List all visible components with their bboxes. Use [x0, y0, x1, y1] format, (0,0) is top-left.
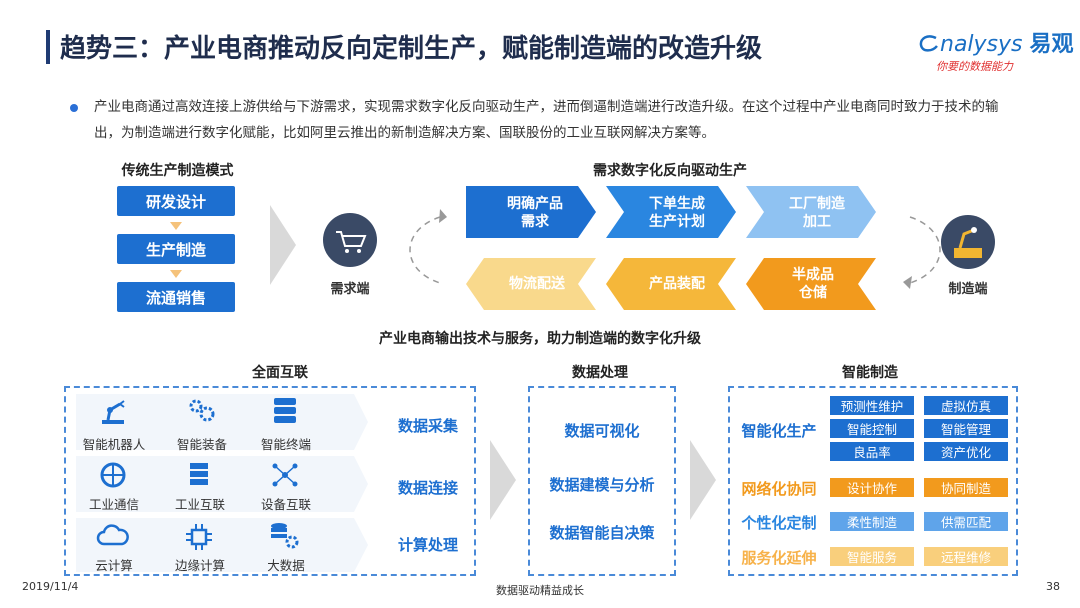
label-data-connection: 数据连接	[397, 479, 458, 497]
item-edge-computing: 边缘计算	[174, 558, 225, 573]
big-data-icon	[271, 523, 299, 549]
tag-supply-demand-match: 供需匹配	[924, 512, 1008, 531]
item-big-data: 大数据	[267, 558, 305, 573]
data-processing-panel	[528, 386, 676, 576]
step-manufacture: 生产制造	[117, 234, 235, 264]
tag-remote-repair: 远程维修	[924, 547, 1008, 566]
page-title: 趋势三：产业电商推动反向定制生产，赋能制造端的改造升级	[60, 34, 763, 64]
interconnect-title: 全面互联	[252, 365, 308, 381]
item-data-decision: 数据智能自决策	[549, 524, 655, 542]
logo-tagline: 你要的数据能力	[936, 60, 1013, 73]
reverse-title: 需求数字化反向驱动生产	[593, 163, 747, 179]
page-number: 38	[1046, 580, 1060, 593]
item-data-visualization: 数据可视化	[564, 422, 640, 440]
analysys-logo: nalysys 易观 你要的数据能力	[918, 26, 1074, 73]
logo-text: nalysys	[940, 32, 1023, 57]
label-smart-production: 智能化生产	[741, 422, 817, 440]
title-accent-bar	[46, 30, 50, 64]
server-icon	[190, 463, 208, 485]
terminal-stack-icon	[274, 398, 296, 423]
item-device-interconnect: 设备互联	[260, 497, 311, 512]
tag-smart-service: 智能服务	[830, 547, 914, 566]
item-data-modeling: 数据建模与分析	[549, 476, 655, 494]
tag-smart-management: 智能管理	[924, 419, 1008, 438]
logo-cn: 易观	[1029, 32, 1074, 57]
chevron-product-demand: 明确产品 需求	[507, 196, 563, 230]
label-service-extension: 服务化延伸	[741, 549, 817, 567]
tag-design-collab: 设计协作	[830, 478, 914, 497]
output-title: 产业电商输出技术与服务，助力制造端的数字化升级	[379, 331, 701, 347]
intro-text: 产业电商通过高效连接上游供给与下游需求，实现需求数字化反向驱动生产，进而倒逼制造…	[94, 99, 999, 141]
down-arrow-icon	[170, 270, 182, 278]
bottom-chevrons	[466, 258, 876, 310]
chevron-logistics: 物流配送	[509, 276, 565, 292]
label-personalized: 个性化定制	[741, 514, 817, 532]
item-smart-robot: 智能机器人	[82, 437, 146, 452]
bullet-dot	[70, 104, 78, 112]
network-nodes-icon	[272, 463, 298, 487]
tag-flexible-manufacturing: 柔性制造	[830, 512, 914, 531]
label-computing: 计算处理	[397, 536, 458, 554]
row-arrows	[354, 394, 368, 572]
smart-manufacturing-panel	[728, 386, 1018, 576]
logo-swoosh-icon	[919, 35, 938, 52]
down-arrow-icon	[170, 222, 182, 230]
interconnect-row-bg	[76, 456, 354, 512]
panel-arrow-icon	[490, 440, 516, 520]
traditional-title: 传统生产制造模式	[121, 163, 234, 179]
top-chevrons	[466, 186, 876, 238]
tag-asset-optimization: 资产优化	[924, 442, 1008, 461]
globe-communication-icon	[100, 462, 126, 488]
chevron-production-plan: 下单生成 生产计划	[649, 196, 705, 230]
tag-smart-control: 智能控制	[830, 419, 914, 438]
item-smart-terminal: 智能终端	[260, 437, 311, 452]
robot-arm-icon	[102, 400, 125, 424]
panel-arrow-icon	[690, 440, 716, 520]
cycle-arrows	[409, 209, 941, 289]
tag-collab-manufacturing: 协同制造	[924, 478, 1008, 497]
smart-manufacturing-title: 智能制造	[842, 365, 898, 381]
footer-center: 数据驱动精益成长	[496, 584, 584, 597]
data-processing-title: 数据处理	[572, 365, 628, 381]
transition-arrow-icon	[270, 205, 296, 285]
footer-date: 2019/11/4	[22, 580, 79, 593]
step-rd: 研发设计	[117, 186, 235, 216]
label-network-collab: 网络化协同	[741, 480, 817, 498]
factory-robot-icon	[941, 215, 995, 269]
cloud-icon	[96, 524, 129, 546]
item-cloud-computing: 云计算	[95, 558, 133, 573]
item-industrial-internet: 工业互联	[174, 497, 225, 512]
shopping-cart-icon	[323, 213, 377, 267]
item-industrial-comm: 工业通信	[88, 497, 139, 512]
chevron-assembly: 产品装配	[649, 276, 705, 292]
chevron-factory: 工厂制造 加工	[789, 196, 845, 230]
label-data-collection: 数据采集	[397, 417, 458, 435]
tag-virtual-simulation: 虚拟仿真	[924, 396, 1008, 415]
manufacturing-end-label: 制造端	[948, 282, 988, 297]
step-sales: 流通销售	[117, 282, 235, 312]
tag-predictive-maintenance: 预测性维护	[830, 396, 914, 415]
chip-icon	[186, 524, 212, 550]
item-smart-equipment: 智能装备	[176, 437, 227, 452]
interconnect-panel	[64, 386, 476, 576]
tag-yield-rate: 良品率	[830, 442, 914, 461]
gears-icon	[189, 399, 215, 422]
chevron-storage: 半成品 仓储	[792, 267, 834, 301]
demand-end-label: 需求端	[330, 282, 370, 297]
